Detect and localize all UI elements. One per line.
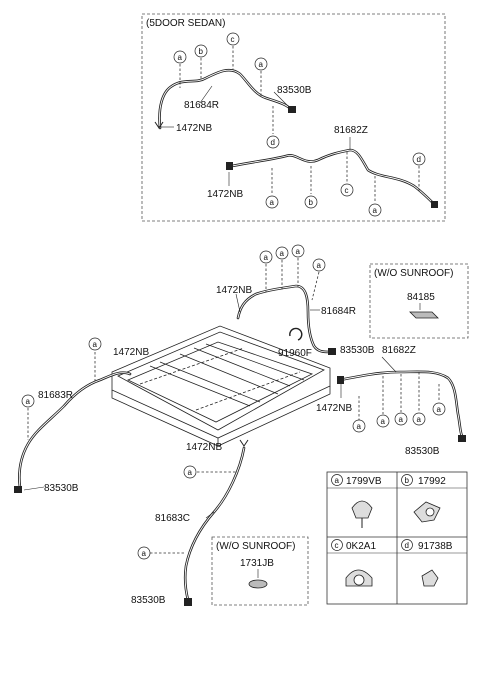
svg-text:a: a	[26, 397, 31, 406]
svg-text:c: c	[231, 35, 235, 44]
svg-text:a: a	[417, 415, 422, 424]
hose-81684R-mid	[236, 284, 336, 355]
svg-text:a: a	[373, 206, 378, 215]
svg-text:d: d	[271, 138, 275, 147]
label-83530B-top: 83530B	[277, 85, 312, 96]
hose-81683C	[183, 439, 249, 606]
wo-sunroof-box-bottom	[211, 536, 309, 606]
callout-a-11: a	[352, 419, 366, 433]
part-1731JB-shape	[248, 579, 268, 589]
label-83530B-right: 83530B	[405, 446, 440, 457]
svg-text:a: a	[437, 405, 442, 414]
legend-b-code: 17992	[418, 476, 446, 487]
svg-text:c: c	[335, 541, 339, 550]
svg-text:a: a	[399, 415, 404, 424]
legend-a: a 1799VB	[331, 474, 382, 528]
hose-81683R	[14, 371, 132, 493]
callout-a-12: a	[376, 414, 390, 428]
callout-d-2: d	[412, 152, 426, 166]
wo-sunroof-right-title: (W/O SUNROOF)	[374, 268, 453, 279]
svg-text:a: a	[188, 468, 193, 477]
clip-a-shape	[351, 500, 373, 519]
label-81683C: 81683C	[155, 513, 190, 524]
legend-a-code: 1799VB	[346, 476, 382, 487]
callout-a-7: a	[291, 244, 305, 258]
legend-d: d 91738B	[401, 539, 453, 587]
sunroof-frame	[111, 325, 331, 447]
legend-b: b 17992	[401, 474, 446, 523]
label-81682Z-mid: 81682Z	[382, 345, 416, 356]
label-1472NB-mid1: 1472NB	[216, 285, 252, 296]
label-1731JB: 1731JB	[240, 558, 274, 569]
callout-a-15: a	[432, 402, 446, 416]
svg-text:a: a	[93, 340, 98, 349]
callout-a-5: a	[259, 250, 273, 264]
wo-sunroof-bottom-title: (W/O SUNROOF)	[216, 541, 295, 552]
sedan-section-title: (5DOOR SEDAN)	[146, 18, 225, 29]
callout-a-4: a	[368, 203, 382, 217]
callout-c-1: c	[226, 32, 240, 46]
label-81684R-top: 81684R	[184, 100, 219, 111]
wo-sunroof-box-right	[369, 263, 469, 339]
callout-b-2: b	[304, 195, 318, 209]
svg-text:b: b	[309, 198, 314, 207]
label-84185: 84185	[407, 292, 435, 303]
svg-text:a: a	[259, 60, 264, 69]
label-81683R: 81683R	[38, 390, 73, 401]
svg-text:a: a	[280, 249, 285, 258]
svg-text:b: b	[199, 47, 204, 56]
hose-81682Z-top	[226, 148, 438, 208]
label-91960F: 91960F	[278, 348, 312, 359]
svg-text:a: a	[270, 198, 275, 207]
callout-a-17: a	[137, 546, 151, 560]
label-81682Z-top: 81682Z	[334, 125, 368, 136]
svg-text:a: a	[357, 422, 362, 431]
svg-text:c: c	[345, 186, 349, 195]
label-1472NB-top2: 1472NB	[207, 189, 243, 200]
label-81684R-mid: 81684R	[321, 306, 356, 317]
callout-a-14: a	[412, 412, 426, 426]
label-1472NB-bottom: 1472NB	[186, 442, 222, 453]
svg-text:d: d	[405, 541, 409, 550]
svg-text:a: a	[142, 549, 147, 558]
hose-81684R-top	[154, 68, 296, 130]
svg-text:a: a	[335, 476, 340, 485]
hose-81682Z-mid	[337, 370, 466, 442]
label-1472NB-left: 1472NB	[113, 347, 149, 358]
clip-d-shape	[421, 569, 439, 587]
callout-a-9: a	[88, 337, 102, 351]
callout-a-8: a	[312, 258, 326, 272]
label-1472NB-top1: 1472NB	[176, 123, 212, 134]
callout-a-13: a	[394, 412, 408, 426]
label-83530B-bottom: 83530B	[131, 595, 166, 606]
label-83530B-mid: 83530B	[340, 345, 375, 356]
legend-table: a 1799VB b 17992 c 0K2A1 d 91738B	[326, 471, 468, 605]
svg-text:a: a	[296, 247, 301, 256]
legend-c-code: 0K2A1	[346, 541, 376, 552]
callout-d-1: d	[266, 135, 280, 149]
callout-a-10: a	[21, 394, 35, 408]
legend-c: c 0K2A1	[331, 539, 376, 587]
svg-text:a: a	[264, 253, 269, 262]
sedan-section-box	[141, 13, 446, 222]
label-1472NB-right: 1472NB	[316, 403, 352, 414]
callout-c-2: c	[340, 183, 354, 197]
legend-d-code: 91738B	[418, 541, 453, 552]
part-84185-shape	[409, 311, 439, 319]
label-83530B-left: 83530B	[44, 483, 79, 494]
svg-text:b: b	[405, 476, 410, 485]
svg-text:a: a	[317, 261, 322, 270]
callout-a-16: a	[183, 465, 197, 479]
callout-a-2: a	[254, 57, 268, 71]
svg-text:a: a	[381, 417, 386, 426]
svg-text:d: d	[417, 155, 421, 164]
callout-a-6: a	[275, 246, 289, 260]
callout-a-1: a	[173, 50, 187, 64]
svg-text:a: a	[178, 53, 183, 62]
callout-b-1: b	[194, 44, 208, 58]
clip-91960F	[289, 327, 303, 341]
callout-a-3: a	[265, 195, 279, 209]
